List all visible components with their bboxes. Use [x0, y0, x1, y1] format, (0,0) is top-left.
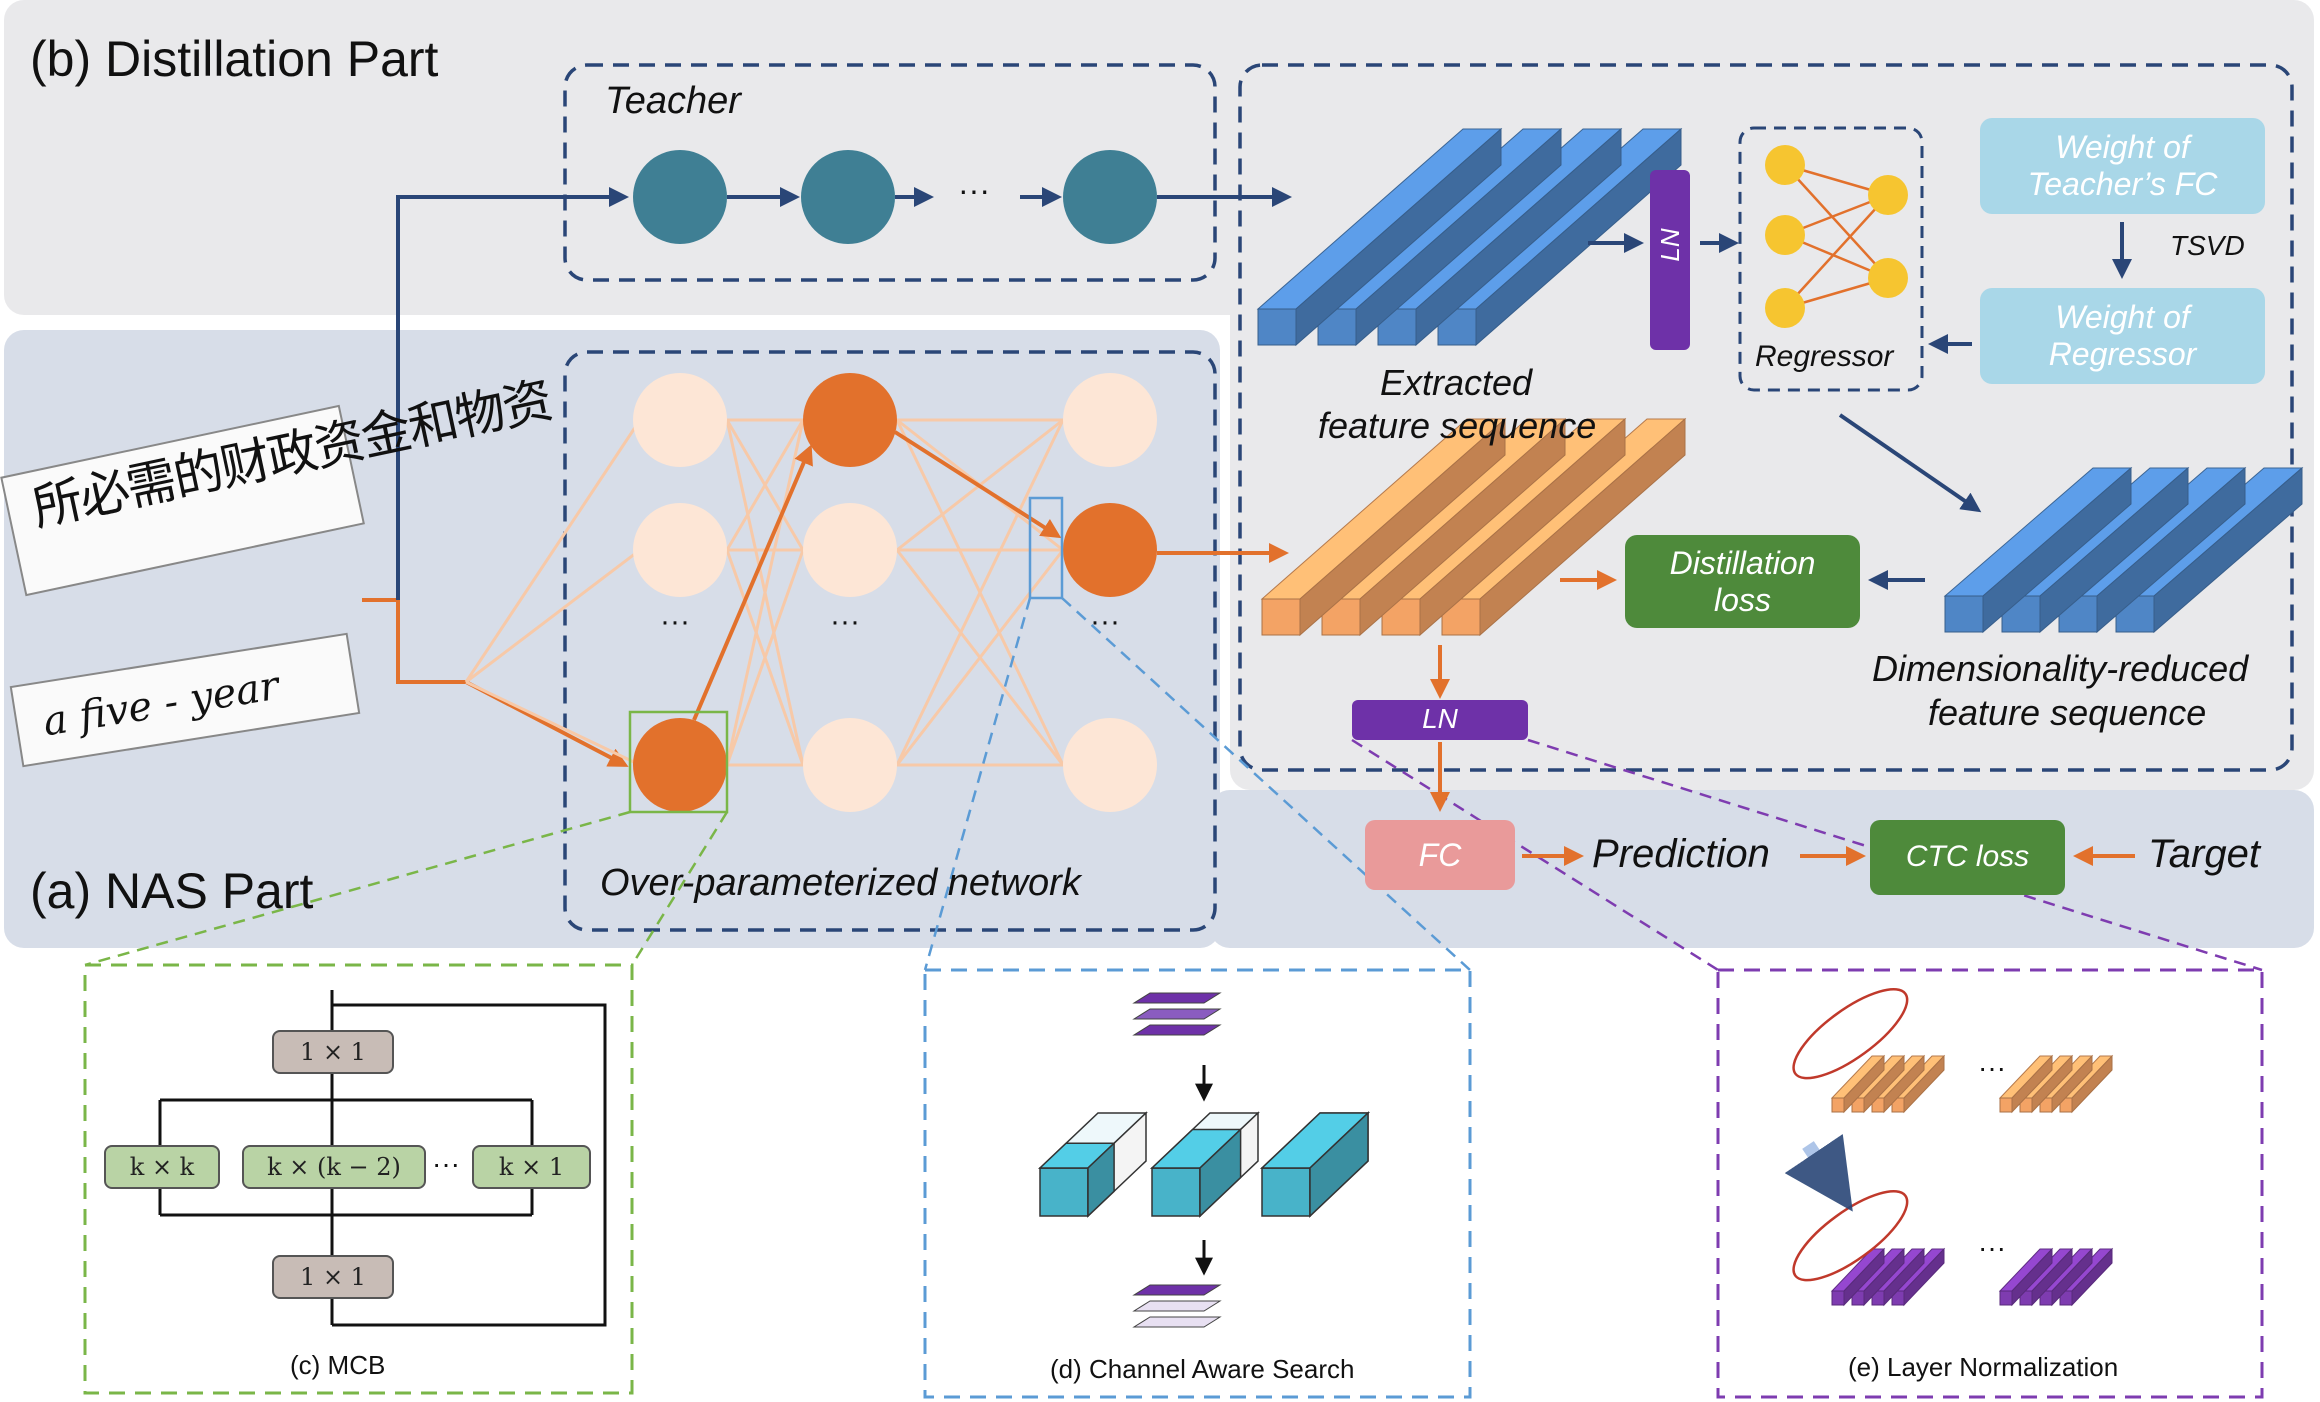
teacher-dots: ··· — [958, 172, 990, 208]
over-net-box — [563, 350, 1217, 932]
ellipse-icon — [1792, 1190, 1909, 1282]
reduced-feature-sequence — [1943, 466, 2304, 634]
col3-dots: ··· — [1090, 605, 1120, 638]
dim-reduced-label-2: feature sequence — [1928, 692, 2207, 733]
arrow-icon — [1784, 1133, 1853, 1212]
extracted-feature-sequence — [1256, 127, 1683, 347]
mcb-1x1-bottom: 1 × 1 — [272, 1255, 394, 1299]
regressor-net-icon — [1765, 145, 1908, 328]
teacher-label: Teacher — [605, 80, 741, 122]
ctc-loss-box: CTC loss — [1905, 840, 2030, 874]
extracted-label-1: Extracted — [1380, 362, 1533, 403]
sample-images — [0, 404, 365, 768]
ln-diagram — [1830, 1054, 2114, 1307]
mcb-diagram — [158, 990, 607, 1327]
mcb-kxk: k × k — [104, 1145, 220, 1189]
supernet-edges — [464, 419, 642, 767]
ln-box — [1716, 968, 2264, 1399]
nas-panel — [4, 330, 1220, 948]
mcb-dots: ··· — [432, 1148, 460, 1179]
col1-dots: ··· — [660, 605, 690, 638]
mcb-kxk2: k × (k − 2) — [242, 1145, 426, 1189]
dim-reduced-label-1: Dimensionality-reduced — [1872, 648, 2249, 689]
ellipse-icon — [1792, 988, 1909, 1080]
ln-horizontal-label: LN — [1422, 703, 1458, 734]
teacher-nodes — [633, 150, 1292, 244]
cas-caption: (d) Channel Aware Search — [1050, 1354, 1355, 1384]
mcb-caption: (c) MCB — [290, 1350, 386, 1380]
cas-box — [923, 968, 1472, 1399]
over-parameterized-network-label: Over-parameterized network — [600, 862, 1081, 904]
mcb-box — [83, 963, 634, 1395]
ln-vertical-label: LN — [1655, 228, 1685, 262]
ln-bar-vertical — [1650, 170, 1690, 350]
ln-caption: (e) Layer Normalization — [1848, 1352, 2119, 1382]
cas-blocks — [1038, 1111, 1370, 1218]
extracted-label-2: feature sequence — [1318, 405, 1597, 446]
ln-bar-horizontal — [1352, 700, 1528, 740]
distill-dashed-box — [1238, 63, 2294, 772]
col2-dots: ··· — [830, 605, 860, 638]
ln-dots-top: ··· — [1978, 1052, 2006, 1083]
mcb-1x1-top: 1 × 1 — [272, 1030, 394, 1074]
distillation-part-title: (b) Distillation Part — [30, 31, 439, 87]
mcb-kx1: k × 1 — [472, 1145, 591, 1189]
nas-part-title: (a) NAS Part — [30, 863, 314, 919]
fc-box: FC — [1418, 836, 1462, 873]
cas-diagram — [1132, 992, 1222, 1328]
regressor-box — [1738, 126, 1924, 392]
target-label: Target — [2148, 832, 2260, 876]
student-feature-sequence — [1260, 417, 1687, 637]
teacher-box — [563, 63, 1217, 282]
supernet-nodes — [633, 373, 1157, 812]
regressor-label: Regressor — [1755, 340, 1894, 373]
tsvd-label: TSVD — [2170, 230, 2245, 261]
prediction-label: Prediction — [1592, 832, 1770, 876]
ln-dots-bottom: ··· — [1978, 1232, 2006, 1263]
